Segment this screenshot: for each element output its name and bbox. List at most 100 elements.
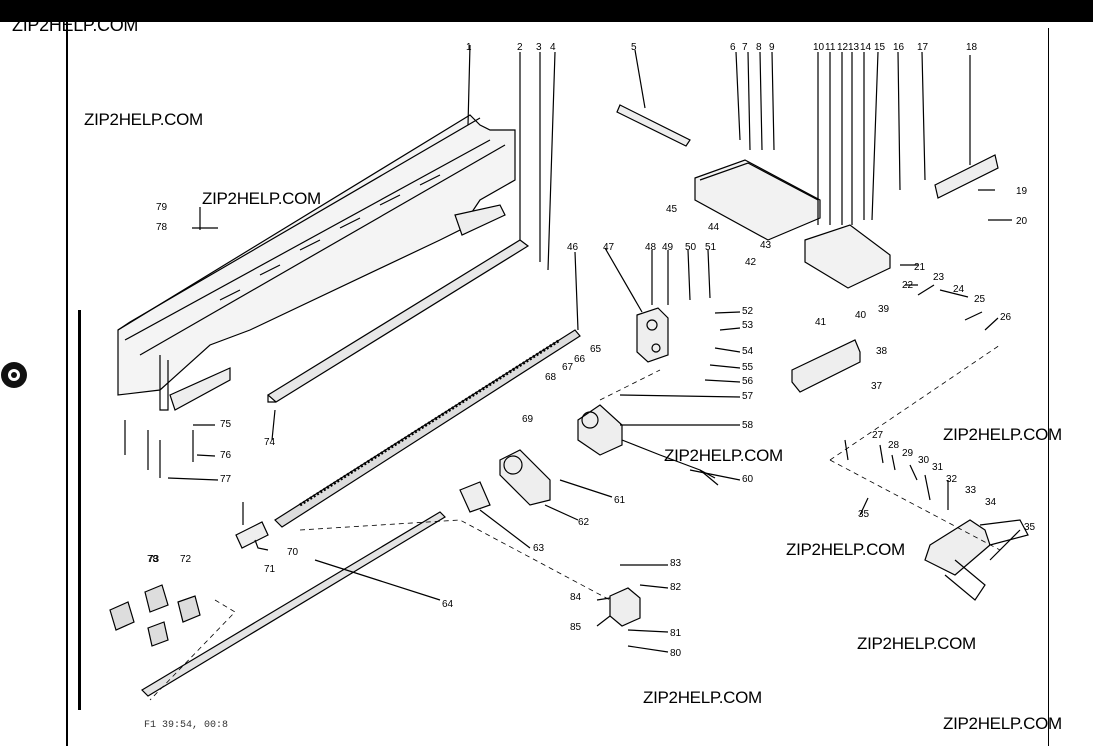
part-number-label: 35 <box>858 509 870 520</box>
part-number-label: 12 <box>837 42 849 53</box>
watermark-text: ZIP2HELP.COM <box>664 446 783 465</box>
part-number-label: 51 <box>705 242 717 253</box>
part-number-label: 48 <box>645 242 657 253</box>
part-number-label: 25 <box>974 294 986 305</box>
part-number-label: 78 <box>147 554 159 565</box>
page-footer-code: F1 39:54, 00:8 <box>144 720 229 731</box>
part-number-label: 53 <box>742 320 754 331</box>
part-number-label: 76 <box>220 450 232 461</box>
part-number-label: 27 <box>872 430 884 441</box>
part-number-label: 66 <box>574 354 586 365</box>
part-number-label: 33 <box>965 485 977 496</box>
part-number-label: 23 <box>933 272 945 283</box>
part-number-label: 75 <box>220 419 232 430</box>
part-number-label: 24 <box>953 284 965 295</box>
watermark-text: ZIP2HELP.COM <box>786 540 905 559</box>
part-number-label: 15 <box>874 42 886 53</box>
right-margin-line <box>1048 28 1049 746</box>
part-number-label: 84 <box>570 592 582 603</box>
binding-hole-icon <box>1 362 27 388</box>
part-number-label: 81 <box>670 628 682 639</box>
part-number-label: 1 <box>466 42 472 53</box>
part-number-label: 58 <box>742 420 754 431</box>
part-number-label: 55 <box>742 362 754 373</box>
part-number-label: 62 <box>578 517 590 528</box>
part-number-label: 13 <box>848 42 860 53</box>
part-number-label: 19 <box>1016 186 1028 197</box>
part-number-label: 14 <box>860 42 872 53</box>
part-number-label: 77 <box>220 474 232 485</box>
part-number-label: 72 <box>180 554 192 565</box>
watermark-text: ZIP2HELP.COM <box>943 425 1062 444</box>
part-number-label: 44 <box>708 222 720 233</box>
part-number-label: 30 <box>918 455 930 466</box>
part-number-label: 78 <box>156 222 168 233</box>
part-number-label: 9 <box>769 42 775 53</box>
part-number-label: 63 <box>533 543 545 554</box>
part-number-label: 29 <box>902 448 914 459</box>
part-number-label: 39 <box>878 304 890 315</box>
part-number-label: 56 <box>742 376 754 387</box>
part-number-label: 50 <box>685 242 697 253</box>
part-number-label: 34 <box>985 497 997 508</box>
part-number-label: 16 <box>893 42 905 53</box>
part-number-label: 43 <box>760 240 772 251</box>
part-number-label: 45 <box>666 204 678 215</box>
part-number-label: 7 <box>742 42 748 53</box>
part-number-label: 47 <box>603 242 615 253</box>
part-number-label: 18 <box>966 42 978 53</box>
part-number-label: 20 <box>1016 216 1028 227</box>
part-number-label: 69 <box>522 414 534 425</box>
left-margin-line <box>66 0 68 746</box>
part-number-label: 17 <box>917 42 929 53</box>
part-number-label: 46 <box>567 242 579 253</box>
part-number-label: 28 <box>888 440 900 451</box>
part-number-label: 52 <box>742 306 754 317</box>
part-number-label: 49 <box>662 242 674 253</box>
part-number-label: 74 <box>264 437 276 448</box>
part-number-label: 82 <box>670 582 682 593</box>
part-number-label: 70 <box>287 547 299 558</box>
watermark-text: ZIP2HELP.COM <box>943 714 1062 733</box>
part-number-label: 37 <box>871 381 883 392</box>
watermark-text: ZIP2HELP.COM <box>202 189 321 208</box>
part-number-label: 64 <box>442 599 454 610</box>
part-number-label: 42 <box>745 257 757 268</box>
part-number-label: 83 <box>670 558 682 569</box>
part-number-label: 68 <box>545 372 557 383</box>
part-number-label: 11 <box>825 42 836 53</box>
part-number-label: 71 <box>264 564 276 575</box>
part-number-label: 61 <box>614 495 626 506</box>
part-number-label: 79 <box>156 202 168 213</box>
part-number-label: 67 <box>562 362 574 373</box>
part-number-label: 35 <box>1024 522 1036 533</box>
part-number-label: 10 <box>813 42 825 53</box>
part-number-label: 40 <box>855 310 867 321</box>
top-black-bar <box>0 0 1093 22</box>
part-number-label: 31 <box>932 462 944 473</box>
part-number-label: 80 <box>670 648 682 659</box>
part-number-label: 2 <box>517 42 523 53</box>
part-number-label: 38 <box>876 346 888 357</box>
part-number-label: 85 <box>570 622 582 633</box>
part-number-label: 3 <box>536 42 542 53</box>
watermark-text: ZIP2HELP.COM <box>84 110 203 129</box>
part-number-label: 4 <box>550 42 556 53</box>
part-number-label: 6 <box>730 42 736 53</box>
watermark-text: ZIP2HELP.COM <box>643 688 762 707</box>
part-number-label: 57 <box>742 391 754 402</box>
part-number-label: 41 <box>815 317 827 328</box>
part-number-label: 22 <box>902 280 914 291</box>
part-number-label: 54 <box>742 346 754 357</box>
part-number-label: 8 <box>756 42 762 53</box>
frame-left-edge <box>78 310 81 710</box>
watermark-text: ZIP2HELP.COM <box>12 15 139 35</box>
part-number-label: 26 <box>1000 312 1012 323</box>
part-number-label: 73 <box>148 554 160 565</box>
part-number-label: 65 <box>590 344 602 355</box>
part-number-label: 21 <box>914 262 926 273</box>
part-number-label: 5 <box>631 42 637 53</box>
part-number-label: 60 <box>742 474 754 485</box>
watermark-text: ZIP2HELP.COM <box>857 634 976 653</box>
